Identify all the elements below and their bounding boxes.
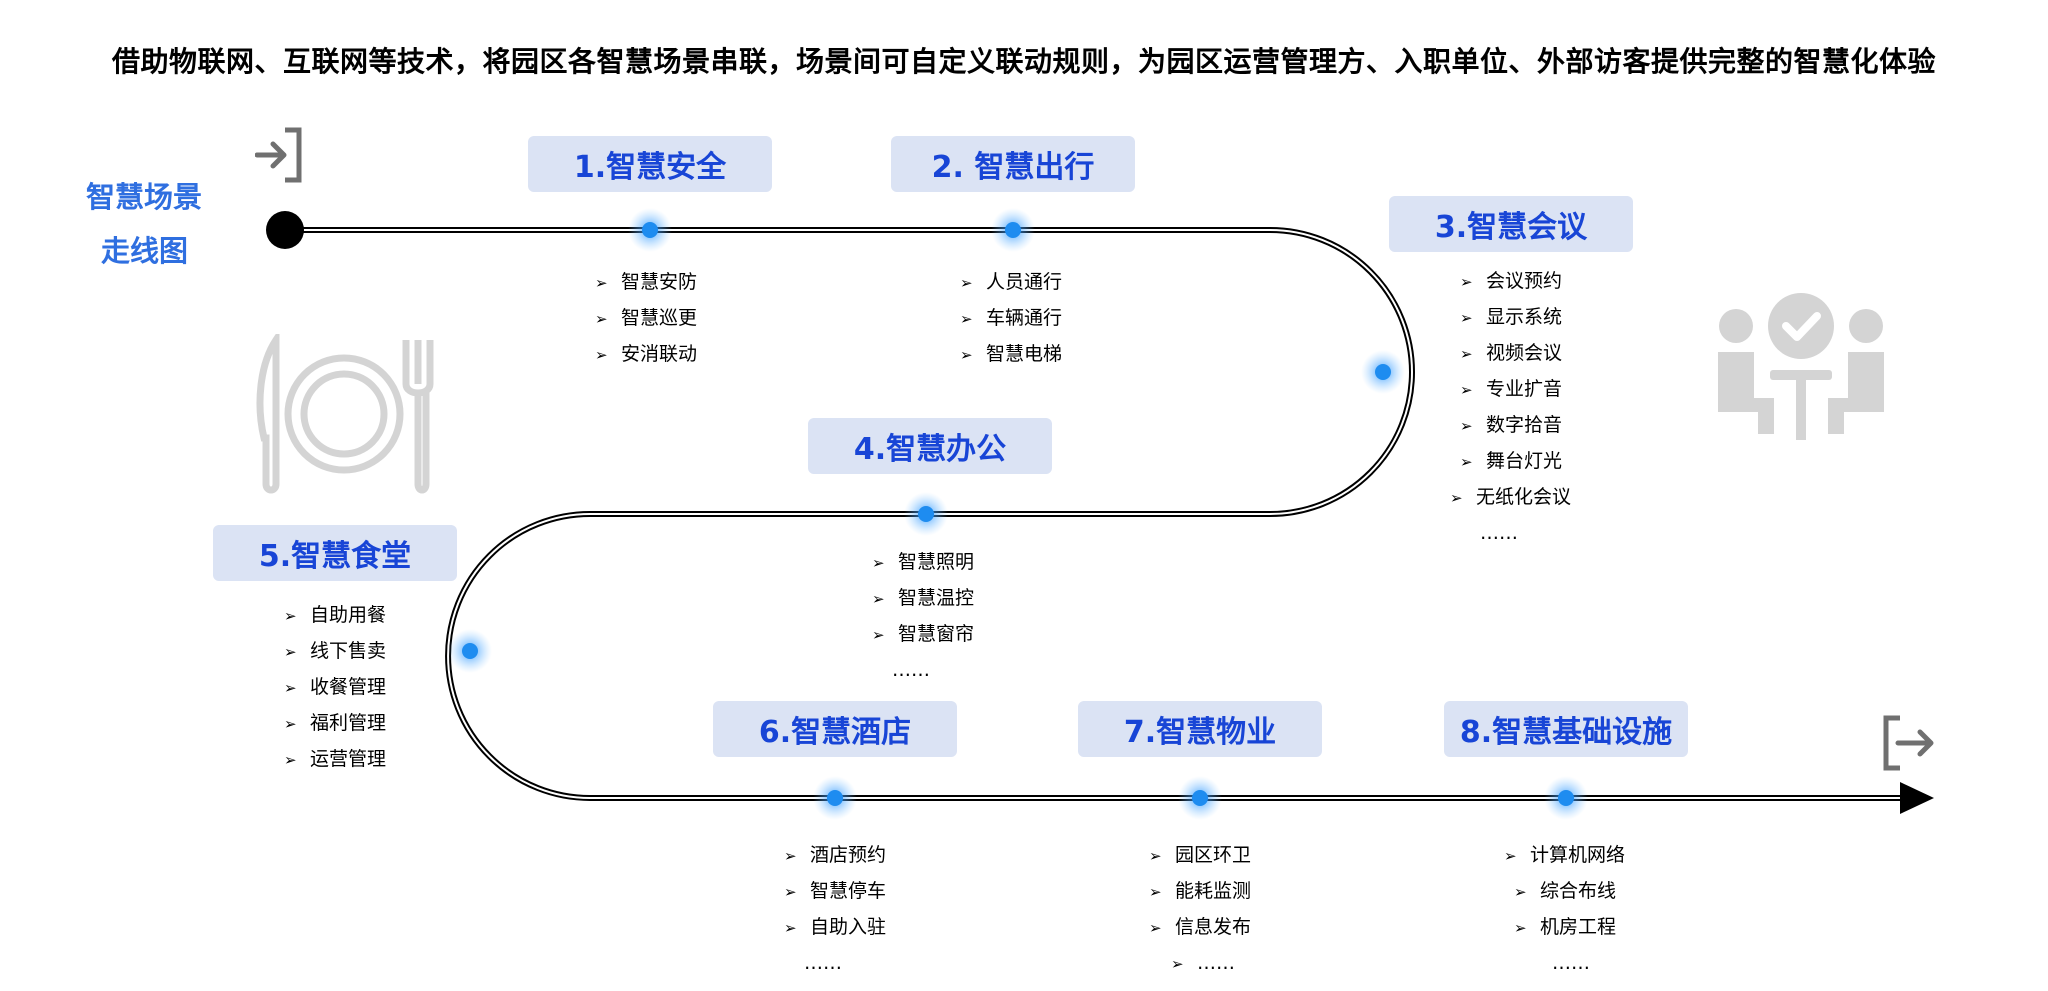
list-item: ➢数字拾音 (1460, 414, 1563, 436)
route-node-8 (1544, 776, 1588, 820)
page-headline: 借助物联网、互联网等技术，将园区各智慧场景串联，场景间可自定义联动规则，为园区运… (111, 45, 1936, 78)
list-item: ➢会议预约 (1460, 270, 1563, 292)
list-item-more: …… (892, 659, 930, 681)
list-item: ➢线下售卖 (284, 640, 387, 662)
list-item: ➢信息发布 (1149, 916, 1252, 938)
route-start-dot (266, 211, 304, 249)
list-item: ➢智慧安防 (595, 271, 698, 293)
list-item: ➢计算机网络 (1504, 844, 1626, 866)
station-6-title: 6.智慧酒店 (713, 701, 957, 757)
list-item-more: …… (804, 952, 842, 974)
side-title-line1: 智慧场景 (86, 180, 203, 214)
list-item: ➢安消联动 (595, 343, 698, 365)
list-item: ➢视频会议 (1460, 342, 1563, 364)
list-item: ➢无纸化会议 (1450, 486, 1572, 508)
list-item: ➢运营管理 (284, 748, 387, 770)
list-item: ➢智慧巡更 (595, 307, 698, 329)
route-node-5 (448, 629, 492, 673)
station-6-items: ➢酒店预约 ➢智慧停车 ➢自助入驻 …… (784, 838, 886, 981)
side-title-line2: 走线图 (101, 234, 189, 268)
list-item: ➢综合布线 (1514, 880, 1617, 902)
station-4-items: ➢智慧照明 ➢智慧温控 ➢智慧窗帘 …… (872, 545, 974, 688)
list-item: ➢智慧照明 (872, 551, 975, 573)
list-item-more: …… (1480, 522, 1518, 544)
list-item: ➢收餐管理 (284, 676, 387, 698)
list-item: ➢专业扩音 (1460, 378, 1563, 400)
station-2-title: 2. 智慧出行 (891, 136, 1135, 192)
list-item: ➢酒店预约 (784, 844, 887, 866)
station-7-title: 7.智慧物业 (1078, 701, 1322, 757)
list-item: ➢人员通行 (960, 271, 1063, 293)
list-item: ➢智慧停车 (784, 880, 887, 902)
station-3-title: 3.智慧会议 (1389, 196, 1633, 252)
station-5-title: 5.智慧食堂 (213, 525, 457, 581)
list-item: ➢机房工程 (1514, 916, 1617, 938)
list-item: ➢自助入驻 (784, 916, 887, 938)
route-node-6 (813, 776, 857, 820)
list-item: ➢智慧温控 (872, 587, 975, 609)
list-item: ➢智慧电梯 (960, 343, 1063, 365)
list-item: ➢智慧窗帘 (872, 623, 975, 645)
station-3-items: ➢会议预约 ➢显示系统 ➢视频会议 ➢专业扩音 ➢数字拾音 ➢舞台灯光 ➢无纸化… (1450, 264, 1581, 551)
route-node-4 (904, 492, 948, 536)
people-check-icon (1718, 293, 1884, 440)
station-5-items: ➢自助用餐 ➢线下售卖 ➢收餐管理 ➢福利管理 ➢运营管理 (284, 598, 386, 778)
list-item-more: …… (1552, 952, 1590, 974)
list-item: ➢显示系统 (1460, 306, 1563, 328)
list-item: ➢园区环卫 (1149, 844, 1252, 866)
logout-icon (1883, 715, 1934, 771)
route-node-1 (628, 208, 672, 252)
list-item: ➢福利管理 (284, 712, 387, 734)
knife-plate-fork-icon (256, 334, 434, 494)
list-item: ➢车辆通行 (960, 307, 1063, 329)
station-8-title: 8.智慧基础设施 (1444, 701, 1688, 757)
station-2-items: ➢人员通行 ➢车辆通行 ➢智慧电梯 (960, 265, 1062, 373)
station-1-title: 1.智慧安全 (528, 136, 772, 192)
station-1-items: ➢智慧安防 ➢智慧巡更 ➢安消联动 (595, 265, 697, 373)
login-icon (255, 127, 302, 183)
route-node-2 (991, 208, 1035, 252)
route-node-3 (1361, 350, 1405, 394)
list-item: ➢自助用餐 (284, 604, 387, 626)
station-4-title: 4.智慧办公 (808, 418, 1052, 474)
station-7-items: ➢园区环卫 ➢能耗监测 ➢信息发布 ➢…… (1149, 838, 1251, 982)
route-node-7 (1178, 776, 1222, 820)
station-8-items: ➢计算机网络 ➢综合布线 ➢机房工程 …… (1504, 838, 1625, 981)
list-item: ➢…… (1171, 952, 1235, 974)
list-item: ➢能耗监测 (1149, 880, 1252, 902)
list-item: ➢舞台灯光 (1460, 450, 1563, 472)
route-end-arrow (1900, 782, 1934, 814)
